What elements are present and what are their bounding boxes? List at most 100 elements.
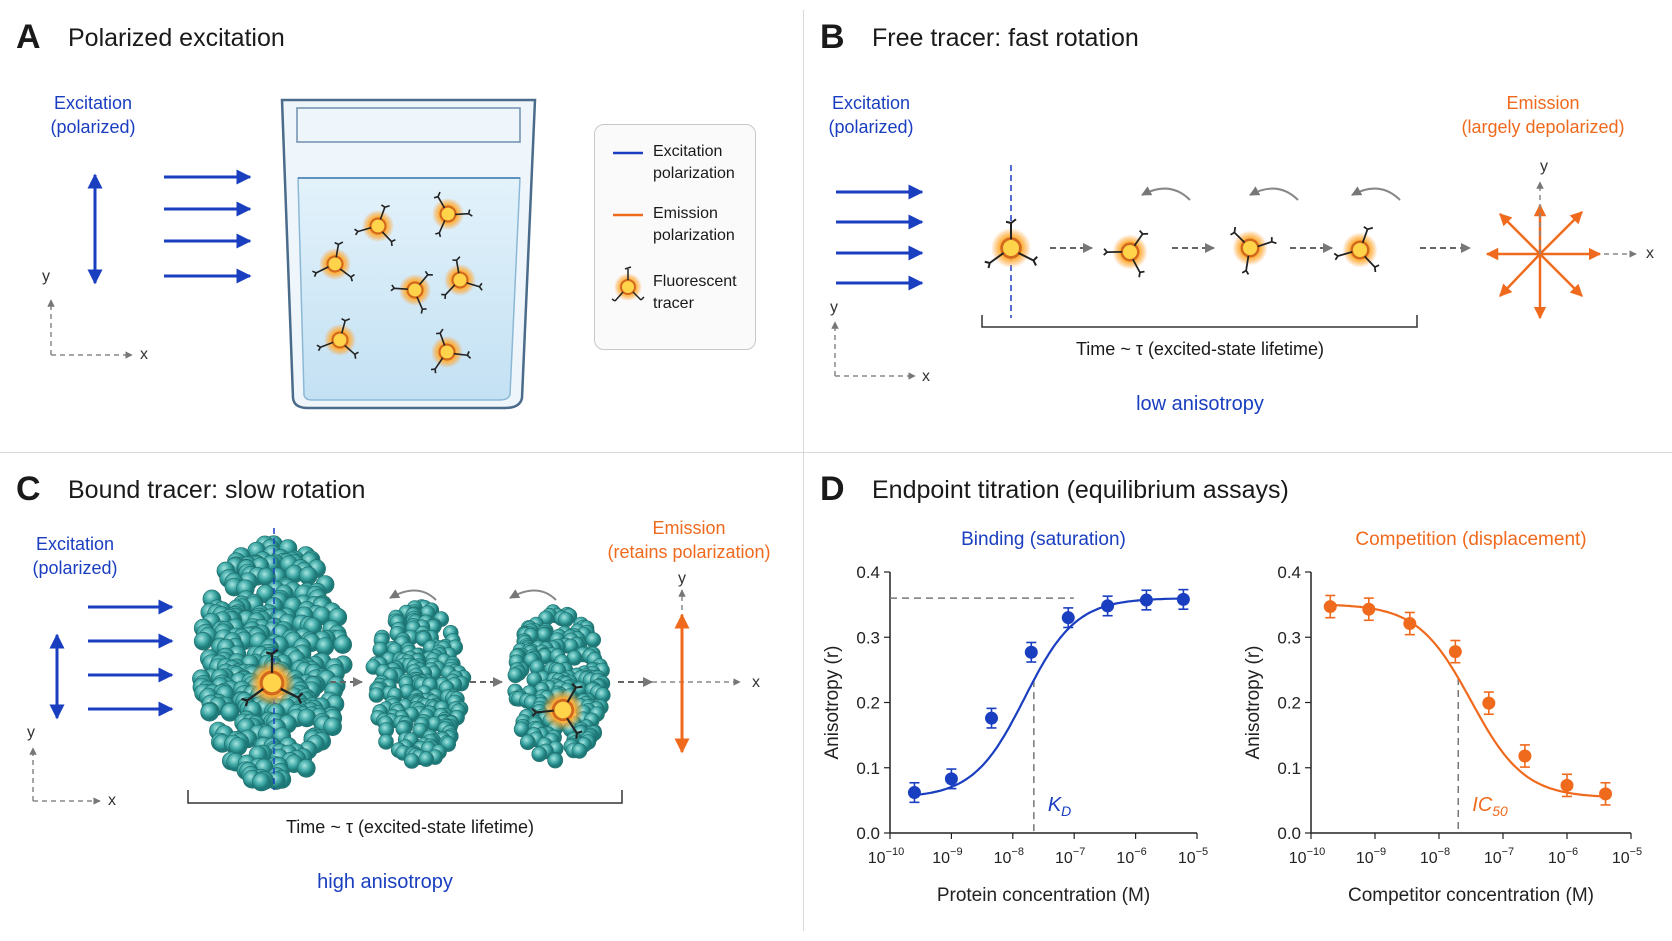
c-emission-y-label: y bbox=[678, 570, 686, 587]
tracer-icon bbox=[531, 683, 584, 739]
excitation-line-2: (polarized) bbox=[50, 117, 136, 137]
panel-d-letter: D bbox=[820, 470, 845, 508]
fit-curve bbox=[914, 597, 1184, 797]
panel-c-y-label: y bbox=[27, 724, 35, 741]
panel-c-excitation-label: Excitation (polarized) bbox=[20, 532, 130, 580]
panel-c-emission-label: Emission (retains polarization) bbox=[594, 516, 784, 564]
x-tick-label: 10−6 bbox=[1116, 846, 1146, 867]
panel-b-y-label: y bbox=[830, 299, 838, 316]
vertical-divider bbox=[803, 10, 804, 931]
data-point bbox=[1403, 611, 1417, 636]
x-tick-label: 10−5 bbox=[1178, 846, 1208, 867]
b-time-bracket bbox=[981, 315, 1418, 328]
panel-a-x-label: x bbox=[140, 346, 148, 363]
c-rotation-arrows bbox=[389, 589, 557, 601]
tracer-icon bbox=[1333, 226, 1380, 273]
x-tick-label: 10−8 bbox=[1420, 846, 1450, 867]
panel-b-result: low anisotropy bbox=[1136, 393, 1264, 415]
c-excitation-line-1: Excitation bbox=[35, 534, 115, 554]
protein-blob bbox=[365, 599, 472, 769]
chart-title: Binding (saturation) bbox=[961, 529, 1126, 550]
c-excitation-arrows bbox=[88, 599, 174, 717]
y-tick-label: 0.3 bbox=[856, 628, 880, 647]
data-point bbox=[1176, 588, 1190, 610]
b-depolarized-emission-starburst bbox=[1485, 203, 1602, 320]
panel-b-letter: B bbox=[820, 18, 845, 56]
y-tick-label: 0.4 bbox=[856, 563, 880, 582]
tracer-icon bbox=[354, 204, 396, 247]
horizontal-divider bbox=[0, 452, 1672, 453]
x-tick-label: 10−8 bbox=[994, 846, 1024, 867]
data-point bbox=[1139, 589, 1153, 611]
chart-2: Competition (displacement)0.00.10.20.30.… bbox=[1243, 529, 1642, 906]
b-excitation-line-2: (polarized) bbox=[828, 117, 914, 137]
tracer-icon bbox=[390, 270, 433, 314]
c-emission-line-2: (retains polarization) bbox=[607, 542, 771, 562]
c-emission-x-label: x bbox=[752, 674, 760, 691]
x-tick-label: 10−10 bbox=[1289, 846, 1325, 867]
excitation-line-1: Excitation bbox=[53, 93, 133, 113]
chart-title: Competition (displacement) bbox=[1355, 529, 1586, 550]
panel-c-time-label: Time ~ τ (excited-state lifetime) bbox=[285, 817, 534, 837]
b-emission-line-2: (largely depolarized) bbox=[1461, 117, 1625, 137]
midpoint-annotation: IC50 bbox=[1472, 794, 1508, 819]
x-axis-label: Protein concentration (M) bbox=[937, 885, 1150, 906]
panel-a-y-label: y bbox=[42, 268, 50, 285]
panel-c-letter: C bbox=[16, 470, 41, 508]
panel-c-title: Bound tracer: slow rotation bbox=[68, 476, 366, 504]
b-excitation-line-1: Excitation bbox=[831, 93, 911, 113]
data-point bbox=[1024, 641, 1038, 663]
panel-c-result: high anisotropy bbox=[317, 871, 453, 893]
panel-b-x-label: x bbox=[922, 368, 930, 385]
data-point bbox=[1599, 781, 1613, 806]
b-tracers bbox=[984, 218, 1380, 278]
panel-a-axes bbox=[47, 299, 133, 359]
tracer-icon bbox=[1103, 229, 1149, 278]
c-excitation-line-2: (polarized) bbox=[32, 558, 118, 578]
x-tick-label: 10−6 bbox=[1548, 846, 1578, 867]
y-tick-label: 0.2 bbox=[1277, 694, 1301, 713]
data-point bbox=[985, 707, 999, 729]
x-tick-label: 10−9 bbox=[932, 846, 962, 867]
x-tick-label: 10−10 bbox=[868, 846, 904, 867]
b-excitation-arrows bbox=[836, 184, 924, 291]
data-point bbox=[944, 768, 958, 790]
tracer-icon bbox=[430, 328, 472, 374]
tracer-icon bbox=[1230, 226, 1277, 275]
c-proteins bbox=[192, 535, 611, 792]
y-tick-label: 0.1 bbox=[856, 759, 880, 778]
chart-1: Binding (saturation)0.00.10.20.30.410−10… bbox=[822, 529, 1208, 906]
excitation-beam-arrows bbox=[164, 169, 252, 284]
b-emission-y-label: y bbox=[1540, 158, 1548, 175]
legend-excitation-line-1: Excitation bbox=[653, 143, 723, 160]
x-tick-label: 10−7 bbox=[1055, 846, 1085, 867]
b-rotation-arrows bbox=[1141, 186, 1401, 201]
legend-symbols bbox=[611, 151, 645, 302]
data-point bbox=[1061, 607, 1075, 629]
b-emission-x-label: x bbox=[1646, 245, 1654, 262]
y-axis-label: Anisotropy (r) bbox=[1243, 645, 1264, 759]
data-point bbox=[1518, 744, 1532, 768]
legend-excitation-line-2: polarization bbox=[653, 165, 735, 182]
panel-a-excitation-label: Excitation (polarized) bbox=[38, 91, 148, 139]
c-bound-tracers bbox=[241, 648, 584, 739]
panel-b-excitation-label: Excitation (polarized) bbox=[816, 91, 926, 139]
b-emission-axes bbox=[1536, 181, 1637, 258]
panel-b-title: Free tracer: fast rotation bbox=[872, 24, 1139, 52]
data-point bbox=[1448, 639, 1462, 664]
midpoint-annotation: KD bbox=[1048, 794, 1071, 819]
y-tick-label: 0.1 bbox=[1277, 759, 1301, 778]
panel-d-title: Endpoint titration (equilibrium assays) bbox=[872, 476, 1289, 504]
tracer-icon bbox=[312, 241, 355, 282]
x-tick-label: 10−9 bbox=[1356, 846, 1386, 867]
tracer-icon bbox=[316, 317, 359, 359]
data-point bbox=[1362, 597, 1376, 622]
y-tick-label: 0.3 bbox=[1277, 628, 1301, 647]
panel-c-axes bbox=[29, 747, 101, 805]
data-point bbox=[1482, 691, 1496, 716]
tracer-icon bbox=[241, 648, 304, 707]
panel-b-emission-label: Emission (largely depolarized) bbox=[1448, 91, 1638, 139]
